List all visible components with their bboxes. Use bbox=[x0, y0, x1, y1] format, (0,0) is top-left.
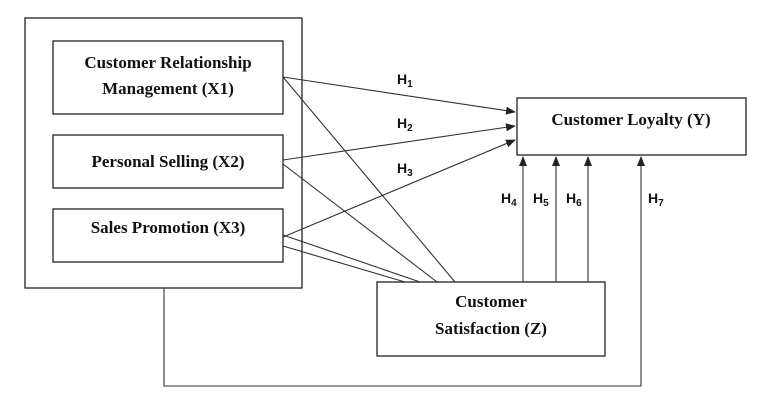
arrow-h1 bbox=[282, 76, 516, 115]
node-x1-line1: Customer Relationship bbox=[84, 53, 251, 72]
label-h7: H7 bbox=[648, 190, 664, 209]
node-y-label: Customer Loyalty (Y) bbox=[551, 110, 710, 129]
node-x1: Customer Relationship Management (X1) bbox=[52, 40, 284, 115]
node-y: Customer Loyalty (Y) bbox=[516, 97, 747, 156]
link-x3-to-z-a bbox=[282, 234, 421, 283]
link-x1-to-z bbox=[282, 76, 456, 283]
link-x2-to-z bbox=[282, 163, 438, 283]
node-x3-label: Sales Promotion (X3) bbox=[91, 218, 246, 237]
node-x2: Personal Selling (X2) bbox=[52, 134, 284, 189]
node-z-line2: Satisfaction (Z) bbox=[435, 319, 547, 338]
node-z-line1: Customer bbox=[455, 292, 527, 311]
link-x3-to-z-b bbox=[282, 245, 406, 283]
label-h1: H1 bbox=[397, 71, 413, 90]
label-h3: H3 bbox=[397, 160, 413, 179]
node-z: Customer Satisfaction (Z) bbox=[376, 281, 606, 357]
arrow-h2 bbox=[282, 123, 516, 161]
label-h6: H6 bbox=[566, 190, 582, 209]
label-h5: H5 bbox=[533, 190, 549, 209]
label-h2: H2 bbox=[397, 115, 413, 134]
node-x3: Sales Promotion (X3) bbox=[52, 208, 284, 263]
node-x2-label: Personal Selling (X2) bbox=[92, 152, 245, 171]
node-x1-line2: Management (X1) bbox=[102, 79, 234, 98]
arrow-h3 bbox=[282, 139, 516, 238]
arrow-h7 bbox=[163, 156, 645, 387]
label-h4: H4 bbox=[501, 190, 517, 209]
